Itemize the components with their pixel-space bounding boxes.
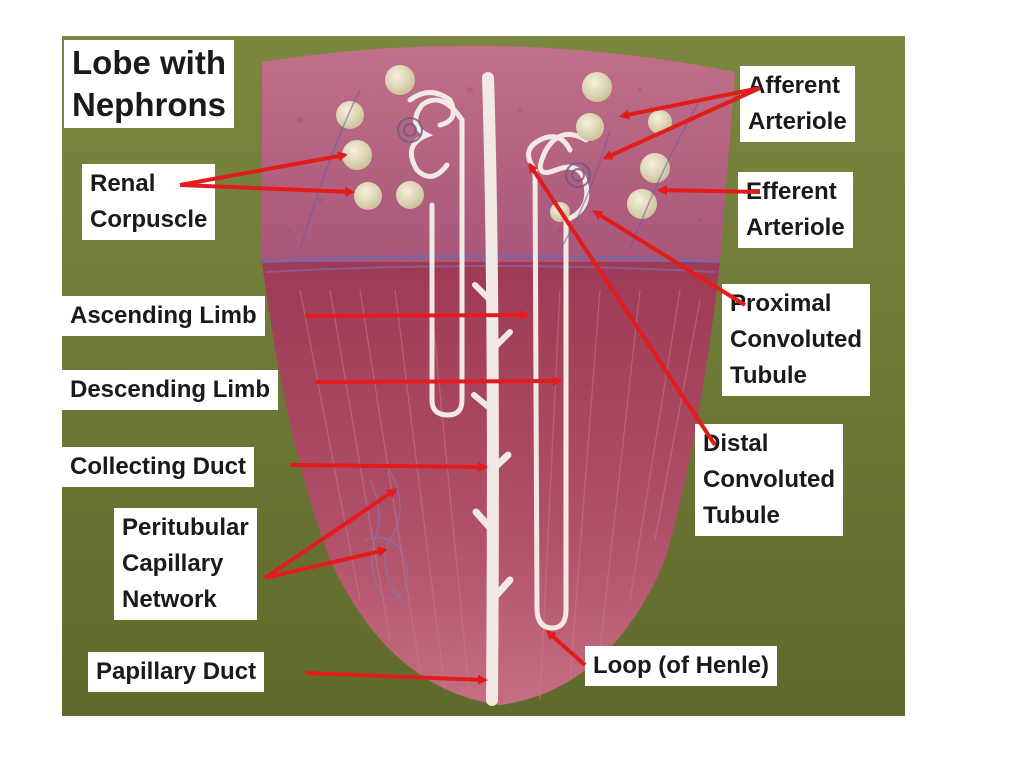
label-line: Peritubular [122,514,249,541]
label-line: Collecting Duct [70,453,247,480]
label-line: Renal [90,170,156,197]
peritubular-capillary-network-label: Peritubular Capillary Network [114,508,257,620]
title-line: Lobe with [72,44,226,81]
efferent-arteriole-label: Efferent Arteriole [738,172,853,248]
label-line: Loop (of Henle) [593,652,769,679]
title-line: Nephrons [72,86,227,123]
label-line: Afferent [748,72,841,99]
label-line: Convoluted [703,466,835,493]
afferent-arteriole-label: Afferent Arteriole [740,66,855,142]
label-line: Arteriole [746,214,845,241]
loop-of-henle-label: Loop (of Henle) [585,646,777,686]
label-line: Proximal [730,290,832,317]
renal-corpuscle-label: Renal Corpuscle [82,164,216,240]
ascending-limb-label: Ascending Limb [62,296,265,336]
descending-limb-label: Descending Limb [62,370,279,410]
proximal-convoluted-tubule-label: Proximal Convoluted Tubule [722,284,870,396]
label-line: Papillary Duct [96,658,257,685]
collecting-duct-label: Collecting Duct [62,447,255,487]
papillary-duct-label: Papillary Duct [88,652,265,692]
label-line: Network [122,586,217,613]
label-line: Corpuscle [90,206,208,233]
distal-convoluted-tubule-label: Distal Convoluted Tubule [695,424,843,536]
label-line: Arteriole [748,108,847,135]
label-line: Tubule [703,502,780,529]
label-line: Capillary [122,550,224,577]
label-line: Efferent [746,178,837,205]
label-line: Descending Limb [70,376,271,403]
label-line: Tubule [730,362,807,389]
label-line: Convoluted [730,326,862,353]
label-line: Ascending Limb [70,302,257,329]
label-line: Distal [703,430,769,457]
title-label: Lobe with Nephrons [64,40,235,128]
